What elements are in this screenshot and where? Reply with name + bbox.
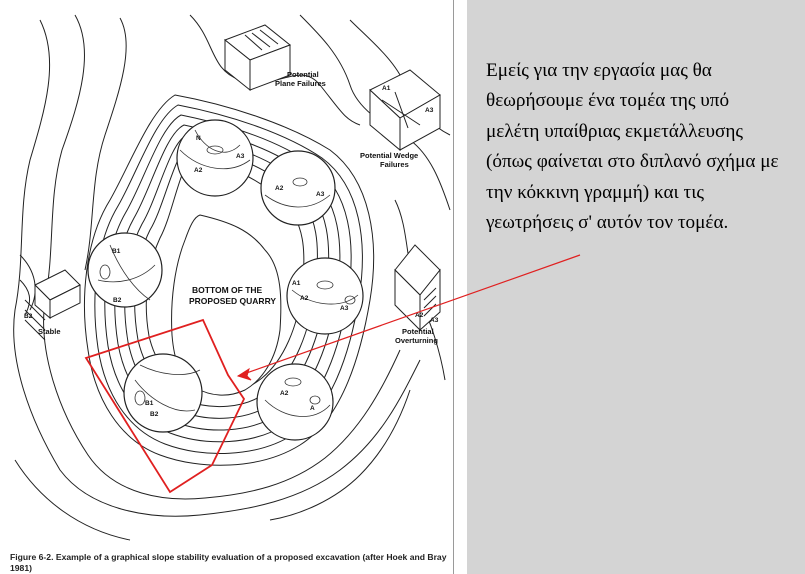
svg-text:A3: A3 [340,305,349,312]
svg-text:A2: A2 [300,295,309,302]
stereonet-letters: N A2 A3 A2 A3 B1 B2 A1 A2 A3 B1 B2 A2 A [112,135,349,418]
plane-label-line1: Potential [287,70,319,79]
stable-block [34,269,81,320]
svg-text:A3: A3 [425,107,434,114]
svg-text:A2: A2 [280,390,289,397]
wedge-label-line1: Potential Wedge [360,151,418,160]
svg-text:A2: A2 [275,185,284,192]
plane-failure-block [224,24,291,92]
figure-caption: Figure 6-2. Example of a graphical slope… [10,552,447,573]
annotation-arrowhead [236,367,252,381]
svg-text:N: N [196,135,201,142]
svg-text:A3: A3 [316,191,325,198]
wedge-failure-block [369,69,441,152]
svg-text:A: A [310,405,315,412]
stable-label: Stable [38,327,61,336]
svg-text:A2: A2 [194,167,203,174]
wedge-label-line2: Failures [380,160,409,169]
svg-text:A1: A1 [292,280,301,287]
svg-text:A3: A3 [236,153,245,160]
stereonet-details [97,129,359,417]
note-text: Εμείς για την εργασία μας θα θεωρήσουμε … [486,60,779,234]
highlighted-sector-outline [84,318,246,494]
stereonets [87,119,364,441]
annotation-arrow-line [237,254,581,377]
b2-label: B2 [24,313,33,320]
svg-text:B2: B2 [113,297,122,304]
svg-text:A3: A3 [430,317,439,324]
side-panel [467,0,805,574]
svg-text:B1: B1 [112,248,121,255]
center-label-line1: BOTTOM OF THE [192,285,263,295]
plane-label-line2: Plane Failures [275,79,326,88]
svg-text:A1: A1 [382,85,391,92]
svg-text:B2: B2 [150,411,159,418]
overturning-label-line1: Potential [402,327,434,336]
svg-text:B1: B1 [145,400,154,407]
overturning-block [394,244,441,332]
quarry-floor [171,214,282,396]
figure-border [453,0,454,574]
overturning-label-line2: Overturning [395,336,438,345]
center-label-line2: PROPOSED QUARRY [189,296,276,306]
svg-text:A2: A2 [415,312,424,319]
